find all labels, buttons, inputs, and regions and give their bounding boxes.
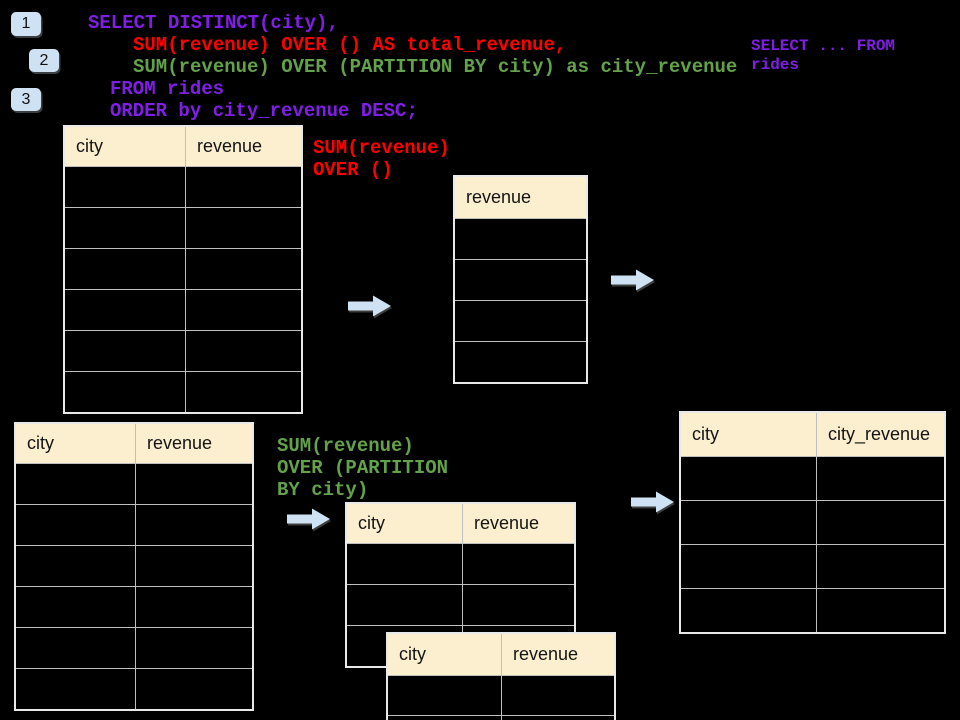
table-cell xyxy=(502,676,614,715)
table-cell xyxy=(186,290,301,330)
sql-line-total-revenue: SUM(revenue) OVER () AS total_revenue, xyxy=(133,34,567,56)
column-header-revenue: revenue xyxy=(186,127,301,166)
column-header-city: city xyxy=(388,634,501,675)
table-cell xyxy=(65,167,185,207)
sql-line-select: SELECT DISTINCT(city), xyxy=(88,12,339,34)
table-cell xyxy=(388,676,501,715)
table-cell xyxy=(817,545,944,588)
table-cell xyxy=(136,587,252,627)
table-partition-result: city city_revenue xyxy=(679,411,946,634)
table-cell xyxy=(817,589,944,632)
sql-line-from: FROM rides xyxy=(110,78,225,100)
annotation-total-window: SUM(revenue) OVER () xyxy=(313,137,450,181)
table-cell xyxy=(463,585,574,625)
table-cell xyxy=(16,464,135,504)
table-cell xyxy=(681,501,816,544)
table-cell xyxy=(186,331,301,371)
table-cell xyxy=(347,585,462,625)
table-partition-a: city revenue xyxy=(345,502,576,668)
table-cell xyxy=(681,457,816,500)
table-cell xyxy=(136,505,252,545)
table-source-top: city revenue xyxy=(63,125,303,414)
table-cell xyxy=(65,290,185,330)
table-cell xyxy=(388,716,501,720)
table-cell xyxy=(186,372,301,412)
step-badge-1: 1 xyxy=(11,12,41,36)
column-header-city: city xyxy=(681,413,816,456)
table-cell xyxy=(463,544,574,584)
arrow-right-icon xyxy=(611,269,654,291)
step-badge-2: 2 xyxy=(29,49,59,72)
table-cell xyxy=(65,249,185,289)
table-cell xyxy=(16,587,135,627)
table-cell xyxy=(16,669,135,709)
arrow-right-icon xyxy=(631,491,674,513)
table-cell xyxy=(817,501,944,544)
table-cell xyxy=(136,628,252,668)
table-cell xyxy=(16,505,135,545)
table-cell xyxy=(681,589,816,632)
arrow-right-icon xyxy=(287,508,330,530)
table-cell xyxy=(136,464,252,504)
table-cell xyxy=(65,372,185,412)
column-header-city: city xyxy=(65,127,185,166)
column-header-revenue: revenue xyxy=(136,424,252,463)
column-header-city: city xyxy=(347,504,462,543)
sql-line-city-revenue: SUM(revenue) OVER (PARTITION BY city) as… xyxy=(133,56,738,78)
column-header-revenue: revenue xyxy=(455,177,586,218)
table-cell xyxy=(186,167,301,207)
table-cell xyxy=(681,545,816,588)
table-cell xyxy=(16,546,135,586)
table-cell xyxy=(347,544,462,584)
annotation-partition-window: SUM(revenue) OVER (PARTITION BY city) xyxy=(277,435,449,501)
table-cell xyxy=(817,457,944,500)
table-cell xyxy=(186,208,301,248)
table-total-revenue-result: revenue xyxy=(453,175,588,384)
column-header-revenue: revenue xyxy=(502,634,614,675)
table-cell xyxy=(502,716,614,720)
column-header-revenue: revenue xyxy=(463,504,574,543)
table-cell xyxy=(455,260,586,300)
table-cell xyxy=(16,628,135,668)
table-cell xyxy=(455,301,586,341)
table-cell xyxy=(186,249,301,289)
arrow-right-icon xyxy=(348,295,391,317)
table-cell xyxy=(65,208,185,248)
table-partition-b: city revenue xyxy=(386,632,616,720)
table-source-bottom: city revenue xyxy=(14,422,254,711)
side-note-select-from-rides: SELECT ... FROM rides xyxy=(751,37,896,74)
table-cell xyxy=(136,669,252,709)
step-badge-3: 3 xyxy=(11,88,41,111)
column-header-city: city xyxy=(16,424,135,463)
table-cell xyxy=(65,331,185,371)
table-cell xyxy=(136,546,252,586)
table-cell xyxy=(455,219,586,259)
sql-line-order: ORDER by city_revenue DESC; xyxy=(110,100,418,122)
column-header-city-revenue: city_revenue xyxy=(817,413,944,456)
table-cell xyxy=(455,342,586,382)
